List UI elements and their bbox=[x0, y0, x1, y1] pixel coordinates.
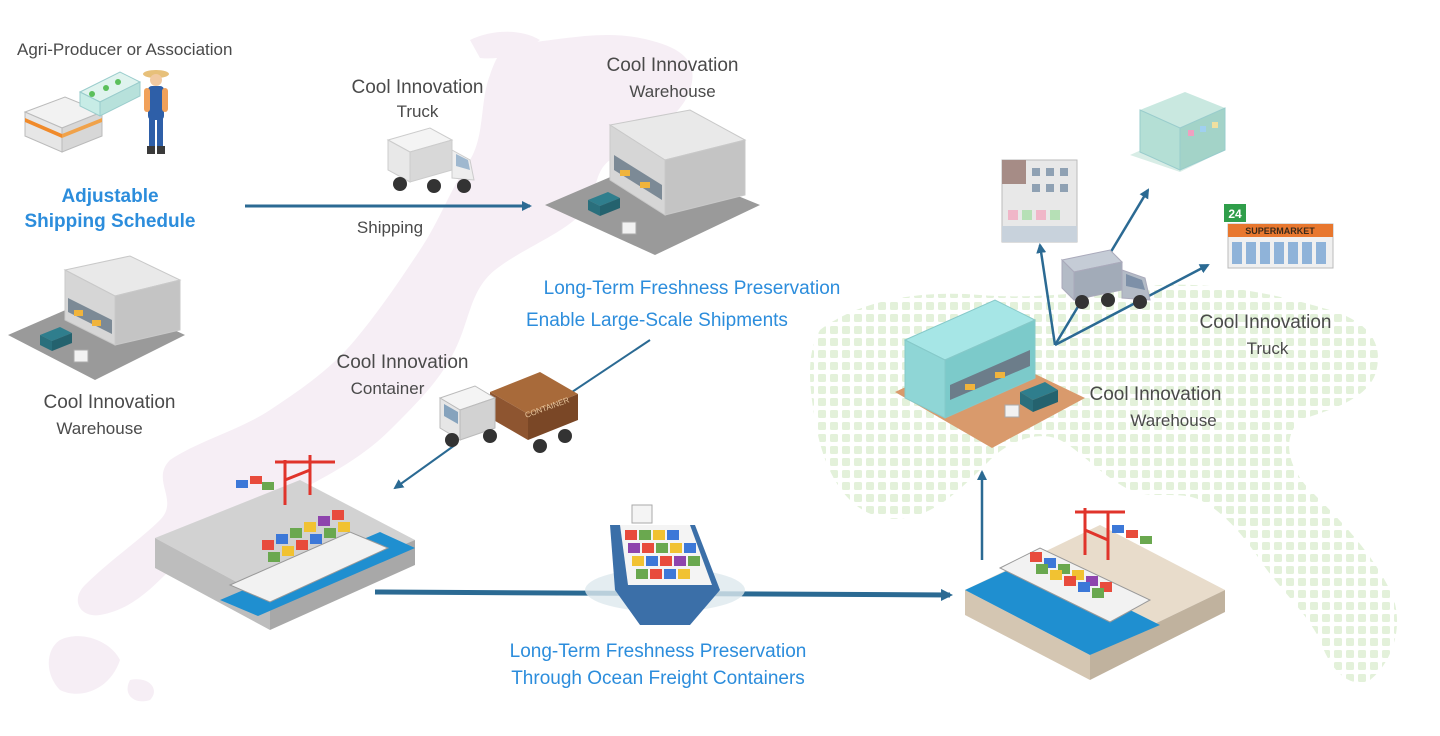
freshness-label-2-line1: Long-Term Freshness Preservation bbox=[509, 641, 807, 662]
distribution-arrow-supermarket bbox=[1054, 263, 1210, 347]
container-stack-right bbox=[1030, 552, 1112, 598]
port-right bbox=[965, 508, 1225, 680]
freshness-label-2-line2: Through Ocean Freight Containers bbox=[511, 668, 805, 689]
freshness-label-1-line2: Enable Large-Scale Shipments bbox=[526, 310, 788, 331]
warehouse-to-container-arrow bbox=[559, 339, 651, 401]
container-stack-left bbox=[262, 510, 350, 562]
cool-innovation-truck-top bbox=[386, 127, 475, 193]
office-building bbox=[1001, 159, 1078, 243]
warehouse-right-label-line2: Warehouse bbox=[1130, 411, 1217, 430]
warehouse-left-label-line2: Warehouse bbox=[56, 419, 143, 438]
supermarket-sign: SUPERMARKET bbox=[1245, 226, 1315, 236]
shipping-label: Shipping bbox=[356, 218, 424, 237]
container-label-line2: Container bbox=[350, 379, 425, 398]
warehouse-top-label-line1: Cool Innovation bbox=[606, 55, 739, 76]
yard-containers-left bbox=[236, 476, 274, 490]
crane-left bbox=[275, 455, 335, 505]
schedule-label-line2: Shipping Schedule bbox=[24, 211, 196, 232]
cool-innovation-warehouse-left bbox=[8, 255, 185, 380]
warehouse-top-label-line2: Warehouse bbox=[629, 82, 716, 101]
distribution-arrow-office bbox=[1036, 243, 1057, 346]
cool-innovation-warehouse-top bbox=[545, 109, 760, 255]
port-left bbox=[155, 455, 415, 630]
supermarket-building: SUPERMARKET 24 bbox=[1224, 204, 1334, 269]
warehouse-left-label-line1: Cool Innovation bbox=[43, 392, 176, 413]
container-ship-ocean bbox=[585, 504, 745, 625]
truck-top-label-line1: Cool Innovation bbox=[351, 77, 484, 98]
japan-map bbox=[48, 31, 693, 702]
truck-top-label-line2: Truck bbox=[396, 102, 439, 121]
producer-label: Agri-Producer or Association bbox=[17, 40, 233, 59]
cool-innovation-container-truck: CONTAINER bbox=[438, 372, 578, 453]
mall-building bbox=[1130, 92, 1226, 172]
container-to-port-arrow bbox=[393, 444, 456, 490]
warehouse-right-label-line1: Cool Innovation bbox=[1089, 384, 1222, 405]
store-24-sign: 24 bbox=[1228, 207, 1242, 221]
truck-right-label-line1: Cool Innovation bbox=[1199, 312, 1332, 333]
truck-right-label-line2: Truck bbox=[1246, 339, 1289, 358]
container-label-line1: Cool Innovation bbox=[336, 352, 469, 373]
yard-containers-right bbox=[1112, 525, 1152, 544]
freshness-label-1-line1: Long-Term Freshness Preservation bbox=[543, 278, 841, 299]
cool-innovation-truck-right bbox=[1060, 249, 1151, 309]
agri-producer-illustration bbox=[23, 70, 169, 154]
crane-right bbox=[1075, 508, 1125, 560]
cool-innovation-warehouse-right bbox=[895, 299, 1085, 448]
schedule-label-line1: Adjustable bbox=[61, 186, 159, 207]
